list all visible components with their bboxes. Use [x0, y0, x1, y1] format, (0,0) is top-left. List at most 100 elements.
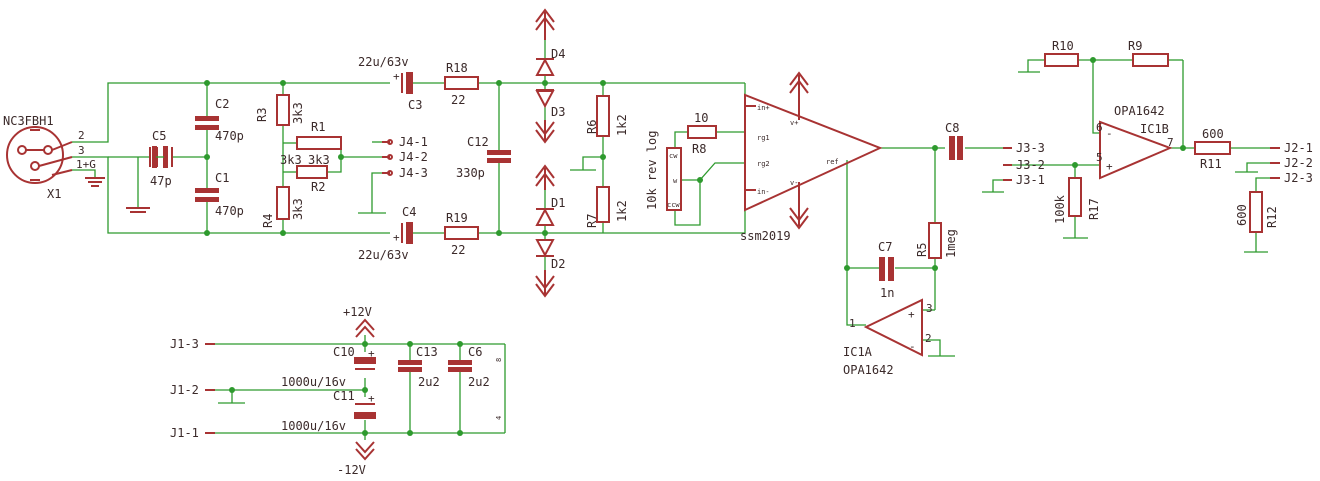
- c5-ref: C5: [152, 129, 166, 143]
- connector-j4: J4-1 J4-2 J4-3: [372, 135, 428, 180]
- r18-value: 22: [451, 93, 465, 107]
- r11-ref: R11: [1200, 157, 1222, 171]
- x1-name-label: X1: [47, 187, 61, 201]
- resistor-r4: R4 3k3: [261, 186, 305, 228]
- resistor-r1: R1 3k3: [280, 120, 342, 167]
- r1-ref: R1: [311, 120, 325, 134]
- power-neg-12v: -12V: [337, 441, 375, 477]
- j3-pin-3: J3-3: [1016, 141, 1045, 155]
- resistor-r17: 100k R17: [1053, 177, 1101, 224]
- r12-value: 600: [1235, 204, 1249, 226]
- r17-value: 100k: [1053, 194, 1067, 224]
- diode-d1: D1: [535, 196, 565, 226]
- ic-pwr-pin-4: 4: [495, 416, 503, 420]
- r19-value: 22: [451, 243, 465, 257]
- r4-value: 3k3: [291, 198, 305, 220]
- resistor-r7: R7 1k2: [585, 186, 629, 228]
- ssm-pin-vminus: v-: [790, 179, 798, 187]
- c10-ref: C10: [333, 345, 355, 359]
- c1-value: 470p: [215, 204, 244, 218]
- r5-value: 1meg: [944, 229, 958, 258]
- d3-ref: D3: [551, 105, 565, 119]
- r12-ref: R12: [1265, 206, 1279, 228]
- c2-ref: C2: [215, 97, 229, 111]
- r5-ref: R5: [915, 243, 929, 257]
- resistor-r2: R2 3k3: [296, 153, 330, 194]
- capacitor-c1: C1 470p: [195, 171, 244, 218]
- c2-value: 470p: [215, 129, 244, 143]
- r2-ref: R2: [311, 180, 325, 194]
- r8-value: 10k rev log: [645, 131, 659, 210]
- resistor-r19: R19 22: [444, 211, 479, 257]
- ic1a-ref: IC1A: [843, 345, 873, 359]
- ic1b-pin-7: 7: [1167, 136, 1174, 149]
- supply-arrows-diodes: [535, 8, 555, 298]
- r6-value: 1k2: [615, 114, 629, 136]
- j1-pin-3: J1-3: [170, 337, 199, 351]
- x1-pin-3: 3: [78, 144, 85, 157]
- wires: [72, 40, 1275, 440]
- x1-ref-label: NC3FBH1: [3, 114, 54, 128]
- resistor-r18: R18 22: [444, 61, 479, 107]
- c13-ref: C13: [416, 345, 438, 359]
- capacitor-c3: + 22u/63v C3: [358, 55, 422, 112]
- r9-ref: R9: [1128, 39, 1142, 53]
- power-pos-12v: +12V: [343, 305, 375, 338]
- svg-text:-: -: [909, 340, 916, 353]
- diode-d4: D4: [535, 47, 565, 76]
- resistor-r3: R3 3k3: [255, 94, 305, 126]
- diode-d2: D2: [535, 239, 565, 271]
- connector-j1: J1-3 J1-2 J1-1: [170, 337, 215, 440]
- connector-j2: J2-1 J2-2 J2-3: [1270, 141, 1313, 185]
- c8-ref: C8: [945, 121, 959, 135]
- capacitor-c10: + C10 1000u/16v: [281, 345, 376, 389]
- r7-value: 1k2: [615, 200, 629, 222]
- j3-pin-2: J3-2: [1016, 158, 1045, 172]
- opamp-ic1a: + - 3 2 1 IC1A OPA1642: [843, 298, 933, 377]
- ssm-pin-vplus: v+: [790, 119, 798, 127]
- r1-value: 3k3: [280, 153, 302, 167]
- c3-value: 22u/63v: [358, 55, 409, 69]
- capacitor-c2: C2 470p: [195, 97, 244, 143]
- r3-value: 3k3: [291, 102, 305, 124]
- ssm-pin-rg1: rg1: [757, 134, 770, 142]
- svg-text:-: -: [1106, 127, 1113, 140]
- j4-pin-2: J4-2: [399, 150, 428, 164]
- ic-pwr-pin-8: 8: [495, 358, 503, 362]
- ssm-pin-ref: ref: [826, 158, 839, 166]
- r4-ref: R4: [261, 214, 275, 228]
- connector-j3: J3-3 J3-2 J3-1: [1003, 141, 1045, 187]
- j4-pin-1: J4-1: [399, 135, 428, 149]
- r19-ref: R19: [446, 211, 468, 225]
- ic-power-pins: 8 4: [495, 358, 503, 420]
- diode-d3: D3: [535, 89, 565, 119]
- ic1b-part: OPA1642: [1114, 104, 1165, 118]
- c11-value: 1000u/16v: [281, 419, 346, 433]
- ic1b-pin-6: 6: [1096, 121, 1103, 134]
- ic1a-pin-2: 2: [925, 332, 932, 345]
- capacitor-c11: + C11 1000u/16v: [281, 389, 376, 433]
- ssm-pin-rg2: rg2: [757, 160, 770, 168]
- c7-ref: C7: [878, 240, 892, 254]
- opamp-ic1b: - + 6 5 7 IC1B OPA1642: [1096, 104, 1174, 180]
- c4-ref: C4: [402, 205, 416, 219]
- r3-ref: R3: [255, 108, 269, 122]
- capacitor-c5: C5 47p: [149, 129, 173, 188]
- d4-ref: D4: [551, 47, 565, 61]
- c6-value: 2u2: [468, 375, 490, 389]
- ssm2019-amplifier: in+ rg1 rg2 in- v+ v- ref ssm2019: [740, 71, 883, 243]
- c6-ref: C6: [468, 345, 482, 359]
- ground-c5: [126, 207, 150, 213]
- xlr-connector-x1: NC3FBH1 X1 2 3 1+G: [3, 114, 105, 201]
- ssm-pin-in-plus: in+: [757, 104, 770, 112]
- j4-pin-3: J4-3: [399, 166, 428, 180]
- r8-pin-w: w: [673, 177, 678, 185]
- ssm-pin-in-minus: in-: [757, 188, 770, 196]
- resistor-r11: 600 R11: [1194, 127, 1231, 171]
- c10-value: 1000u/16v: [281, 375, 346, 389]
- ic1a-pin-1: 1: [849, 317, 856, 330]
- r18-ref: R18: [446, 61, 468, 75]
- c7-value: 1n: [880, 286, 894, 300]
- r8-pin-cw: cw: [669, 152, 678, 160]
